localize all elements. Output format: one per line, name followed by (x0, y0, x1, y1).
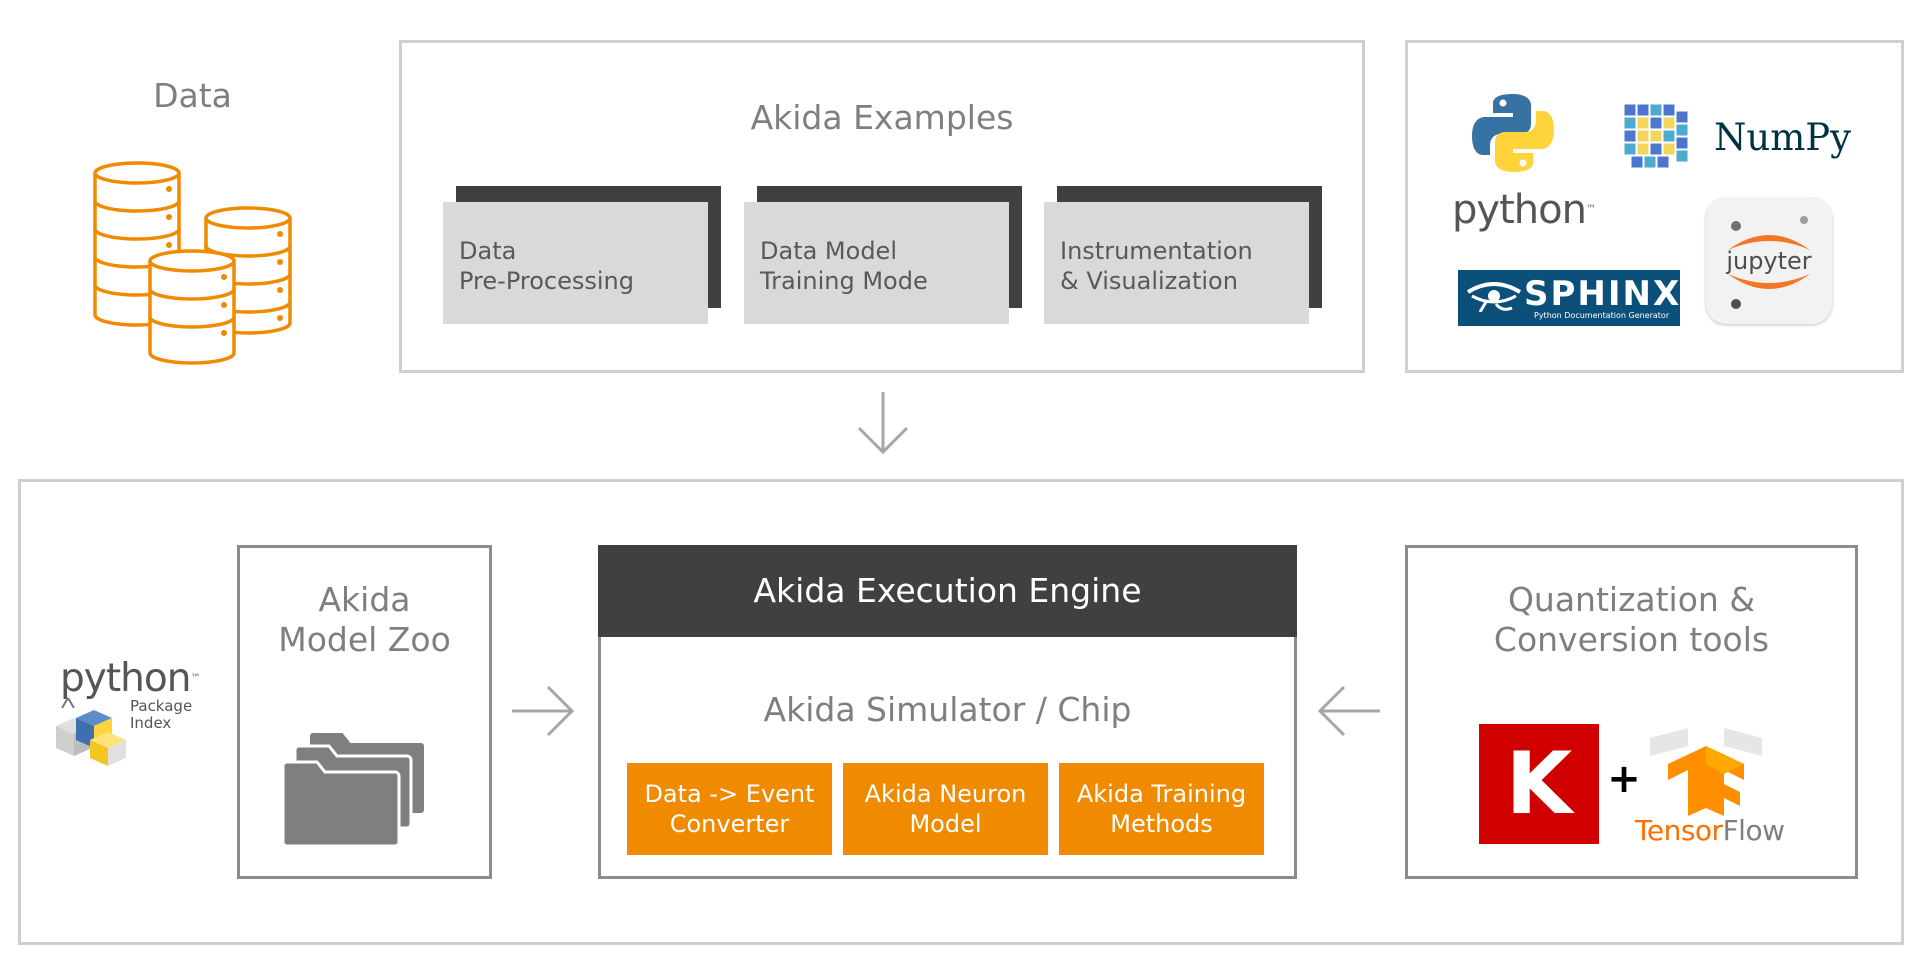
tensorflow-tensor: Tensor (1635, 814, 1723, 847)
pypi-wordmark: python™ (60, 656, 200, 701)
python-label: python (1452, 187, 1587, 233)
module-line2: Methods (1110, 810, 1213, 838)
step-line1: Data Model (760, 237, 897, 265)
module-line2: Converter (669, 810, 790, 838)
step-line2: & Visualization (1060, 267, 1238, 295)
jupyter-label: jupyter (1726, 247, 1812, 275)
examples-title: Akida Examples (750, 98, 1014, 137)
module-line1: Akida Neuron (864, 780, 1027, 808)
module-line1: Data -> Event (644, 780, 815, 808)
numpy-cube-icon (1623, 103, 1689, 169)
numpy-wordmark: NumPy (1714, 116, 1852, 159)
data-title: Data (153, 76, 232, 115)
model-zoo-line2: Model Zoo (278, 620, 451, 659)
jupyter-orbit-icon (1728, 216, 1810, 309)
execution-engine-header: Akida Execution Engine (598, 545, 1297, 637)
keras-letter: K (1505, 734, 1573, 834)
step-data-model-training: Data Model Training Mode (744, 202, 1009, 324)
tensorflow-wordmark: TensorFlow (1635, 814, 1785, 847)
module-akida-neuron-model: Akida Neuron Model (843, 763, 1048, 855)
step-instrumentation: Instrumentation & Visualization (1044, 202, 1309, 324)
keras-logo: K (1479, 724, 1599, 844)
pypi-python-label: python (60, 656, 191, 701)
step-line2: Training Mode (760, 267, 928, 295)
eye-icon (1466, 282, 1522, 312)
module-line2: Model (909, 810, 982, 838)
pypi-cubes-icon (56, 697, 126, 766)
module-akida-training-methods: Akida Training Methods (1059, 763, 1264, 855)
step-data-preprocessing: Data Pre-Processing (443, 202, 708, 324)
database-icon (93, 161, 292, 365)
python-logo-icon (1472, 94, 1554, 172)
quantization-title: Quantization & Conversion tools (1405, 580, 1858, 660)
trademark: ™ (1585, 204, 1596, 215)
step-line1: Instrumentation (1060, 237, 1253, 265)
python-wordmark: python™ (1452, 187, 1596, 233)
step-line2: Pre-Processing (459, 267, 634, 295)
left-arrow-icon (1317, 685, 1380, 737)
sphinx-label: SPHINX (1524, 274, 1682, 314)
step-line1: Data (459, 237, 517, 265)
tensorflow-flow: Flow (1722, 814, 1785, 847)
quantization-line2: Conversion tools (1493, 620, 1770, 659)
right-arrow-icon (512, 685, 575, 737)
sphinx-logo: SPHINX Python Documentation Generator (1458, 270, 1680, 326)
pypi-package-label: Package (130, 697, 193, 715)
down-arrow-icon (857, 392, 909, 455)
model-zoo-title: Akida Model Zoo (237, 580, 492, 660)
folders-icon (283, 731, 426, 848)
trademark: ™ (190, 673, 200, 684)
tensorflow-icon (1650, 728, 1762, 816)
plus-sign: + (1607, 756, 1641, 802)
model-zoo-line1: Akida (318, 580, 411, 619)
jupyter-logo: jupyter (1706, 198, 1832, 324)
quantization-line1: Quantization & (1507, 580, 1756, 619)
pypi-index-label: Index (130, 714, 172, 732)
sphinx-sublabel: Python Documentation Generator (1534, 311, 1670, 320)
simulator-title: Akida Simulator / Chip (763, 690, 1132, 729)
module-data-event-converter: Data -> Event Converter (627, 763, 832, 855)
module-line1: Akida Training (1076, 780, 1247, 808)
